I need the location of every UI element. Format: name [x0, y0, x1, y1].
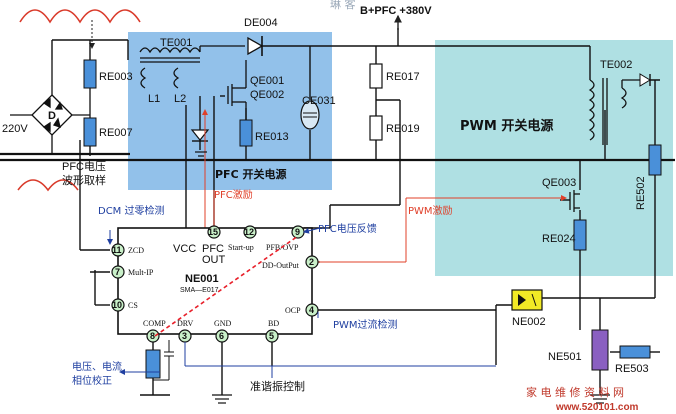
bpfc-label: B+PFC +380V	[360, 5, 432, 17]
re503-resistor	[619, 345, 651, 359]
qe001-label: QE001	[250, 75, 284, 87]
ne501-label: NE501	[548, 351, 582, 363]
qe002-label: QE002	[250, 89, 284, 101]
re503-label: RE503	[615, 363, 649, 375]
comp-network	[145, 349, 161, 379]
pin-12: 12	[244, 227, 254, 237]
pfc-fb-annotation: PFC电压反馈	[318, 222, 377, 235]
ne501-regulator	[591, 329, 609, 371]
pin-9: 9	[295, 227, 300, 237]
ac-label: 220V	[2, 123, 28, 135]
dcm-annotation: DCM 过零检测	[98, 204, 165, 217]
pin-15: 15	[208, 227, 218, 237]
te001-label: TE001	[160, 37, 192, 49]
pin-11: 11	[112, 245, 122, 255]
ic-pins	[111, 225, 319, 343]
ground-symbols	[195, 151, 610, 404]
pwm-block	[435, 40, 673, 276]
bridge-rectifier	[10, 60, 90, 154]
re019-label: RE019	[386, 123, 420, 135]
pin-name-ocp: OCP	[285, 306, 301, 315]
pin-6: 6	[219, 331, 224, 341]
feedback-dashed-line	[154, 235, 299, 337]
pwm-block-title: PWM 开关电源	[460, 118, 553, 134]
te002-transformer	[588, 78, 640, 145]
pin-10: 10	[112, 300, 122, 310]
re017-resistor	[369, 63, 383, 89]
pwm-drive-annotation: PWM激励	[408, 204, 453, 217]
re013-label: RE013	[255, 131, 289, 143]
pin-name-gnd: GND	[214, 319, 232, 328]
qe003-label: QE003	[542, 177, 576, 189]
bridge-label: D	[48, 110, 56, 122]
te002-label: TE002	[600, 59, 632, 71]
pin-name-drv: DRV	[177, 319, 193, 328]
watermark-bottom: 家 电 维 修 资 料 网	[526, 385, 624, 399]
ne001-ic	[117, 227, 313, 335]
pin-7: 7	[115, 267, 120, 277]
ne002-optocoupler	[511, 289, 543, 311]
pin-2: 2	[309, 257, 314, 267]
pin-8: 8	[150, 331, 155, 341]
re003-resistor	[83, 59, 97, 89]
out-label: OUT	[202, 254, 226, 266]
re024-resistor	[573, 219, 587, 251]
ne001-label: NE001	[185, 273, 219, 285]
re013-resistor	[239, 119, 253, 147]
ce031-capacitor	[300, 100, 320, 130]
pfc-drive-annotation: PFC激励	[214, 188, 253, 201]
re024-label: RE024	[542, 233, 576, 245]
re502-resistor	[648, 144, 662, 176]
pfc-wave-text-2: 波形取样	[62, 173, 106, 187]
pin-name-multip: Mult-IP	[128, 268, 154, 277]
rectified-waveform	[19, 9, 141, 24]
watermark-top: 琳 客	[330, 0, 356, 11]
pin-3: 3	[182, 331, 187, 341]
drive-diode	[190, 129, 210, 141]
pin-name-zcd: ZCD	[128, 246, 144, 255]
qe003-mosfet	[569, 190, 580, 212]
vcc-label: VCC	[173, 243, 196, 255]
ne002-label: NE002	[512, 316, 546, 328]
re019-resistor	[369, 115, 383, 141]
pin-name-cs: CS	[128, 301, 138, 310]
pfc-wave-text: PFC电压	[62, 160, 106, 173]
phase-annotation-2: 相位校正	[72, 374, 112, 387]
pin-name-comp: COMP	[143, 319, 166, 328]
qe001-mosfet	[227, 60, 247, 125]
de004-diode	[247, 36, 264, 56]
re003-label: RE003	[99, 71, 133, 83]
ce031-label: CE031	[302, 95, 336, 107]
pin-name-bd: BD	[268, 319, 279, 328]
sma-label: SMA—E017	[180, 287, 219, 294]
l2-label: L2	[174, 93, 186, 105]
pwm-oc-annotation: PWM过流检测	[333, 318, 398, 331]
pfc-out-label: PFC	[202, 243, 224, 255]
te001-transformer	[139, 45, 245, 89]
quasi-resonant-annotation: 准谐振控制	[250, 379, 305, 393]
l1-label: L1	[148, 93, 160, 105]
pfc-block-title: PFC 开关电源	[215, 167, 286, 181]
re017-label: RE017	[386, 71, 420, 83]
pin-4: 4	[309, 305, 314, 315]
re502-label: RE502	[635, 176, 647, 210]
output-diode	[639, 73, 651, 87]
re007-resistor	[83, 117, 97, 147]
re007-label: RE007	[99, 127, 133, 139]
sample-waveform	[17, 179, 79, 192]
pin-name-startup: Start-up	[228, 243, 254, 252]
pin-5: 5	[269, 331, 274, 341]
phase-annotation-1: 电压、电流	[72, 360, 122, 373]
watermark-url: www.520101.com	[555, 402, 639, 413]
de004-label: DE004	[244, 17, 278, 29]
pin-name-ddout: DD-OutPut	[262, 261, 300, 270]
